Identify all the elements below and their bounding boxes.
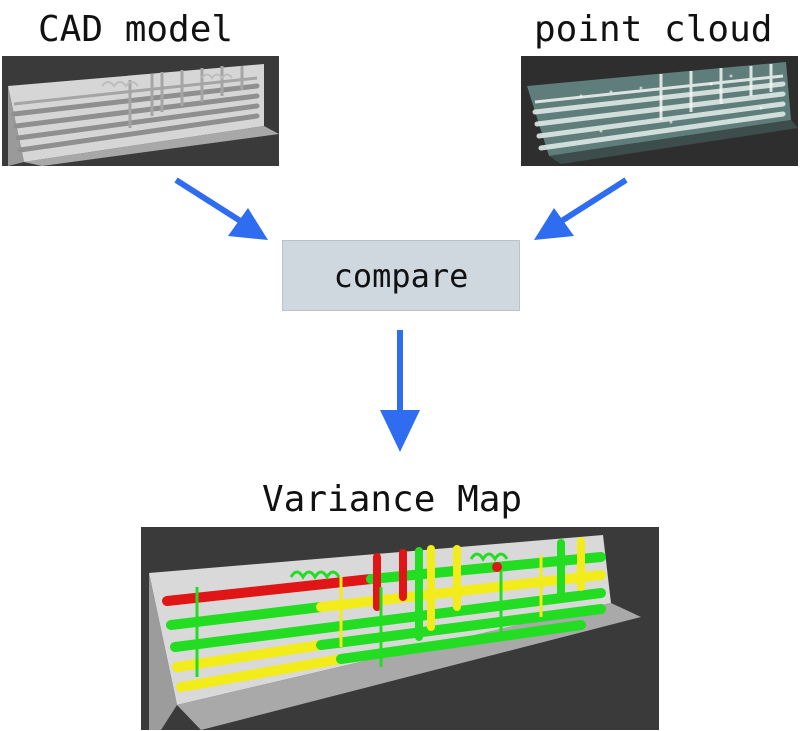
cad-model-image [2, 56, 279, 166]
arrow-cad-to-compare [174, 177, 268, 240]
variance-map-caption: Variance Map [262, 479, 523, 520]
cad-model-caption: CAD model [38, 9, 234, 50]
point-cloud-render [521, 56, 798, 166]
arrow-compare-to-variance [380, 330, 420, 452]
arrow-cloud-to-compare [534, 177, 628, 240]
point-cloud-caption: point cloud [534, 9, 773, 50]
variance-map-image [141, 527, 659, 730]
point-cloud-image [521, 56, 798, 166]
compare-process-box: compare [282, 240, 520, 311]
variance-map-render [141, 527, 659, 730]
cad-model-render [2, 56, 279, 166]
compare-label: compare [333, 256, 469, 295]
